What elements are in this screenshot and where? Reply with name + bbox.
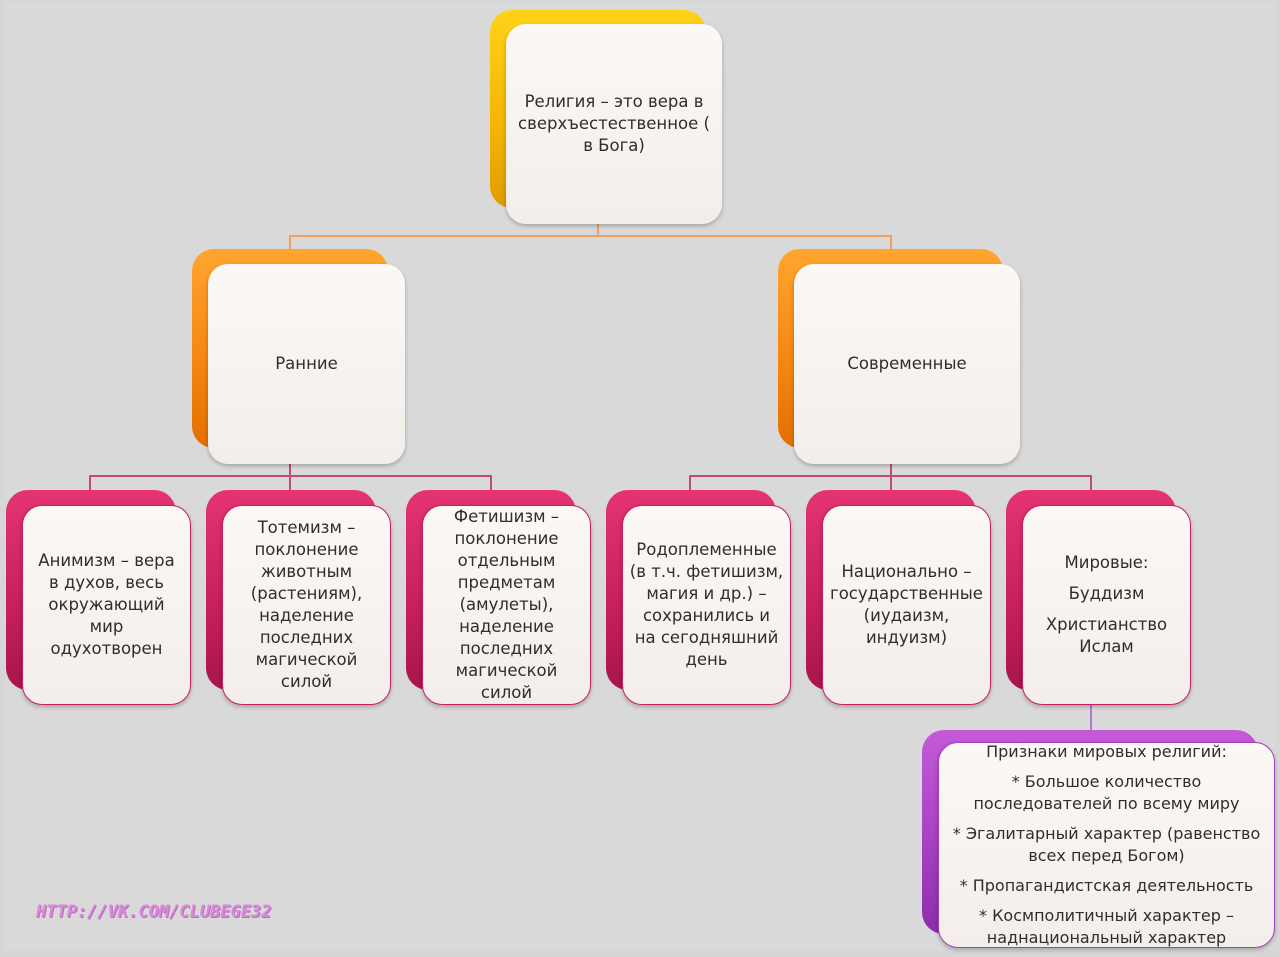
connector-root-to-level1 [289,235,892,249]
node-animism: Анимизм – вера в духов, весь окружающий … [6,490,191,705]
root-line-3: в Бога) [583,136,645,155]
node-fetishism: Фетишизм – поклонение отдельным предмета… [406,490,591,705]
animism-line-2: в духов, весь [49,573,164,592]
national-line-2: государственные [830,584,983,603]
signs-line-6: * Пропагандистская деятельность [959,876,1254,895]
fetishism-line-1: Фетишизм – [453,507,560,526]
fetishism-line-3: отдельным [457,551,556,570]
root-line-1: Религия – это вера в [524,92,704,111]
early-label: Ранние [275,354,338,373]
world-line-3: Христианство [1045,615,1168,634]
node-religion-root: Религия – это вера в сверхъестественное … [490,10,722,224]
tribal-line-6: день [685,650,728,669]
world-line-2: Буддизм [1068,584,1145,603]
fetishism-line-9: силой [480,683,533,702]
fetishism-line-7: последних [459,639,554,658]
node-totemism: Тотемизм – поклонение животным (растения… [206,490,391,705]
totemism-line-3: животным [260,562,353,581]
totemism-line-4: (растениям), [250,584,363,603]
signs-line-4: * Эгалитарный характер (равенство [952,824,1261,843]
national-line-4: индуизм) [865,628,948,647]
fetishism-line-2: поклонение [454,529,559,548]
signs-line-7: * Космполитичный характер – [978,906,1235,925]
fetishism-line-8: магической [455,661,558,680]
root-line-2: сверхъестественное ( [518,114,710,133]
animism-line-4: мир [89,617,124,636]
tribal-line-1: Родоплеменные [636,540,777,559]
national-line-1: Национально – [841,562,972,581]
node-national: Национально – государственные (иудаизм, … [806,490,991,705]
animism-line-1: Анимизм – вера [38,551,175,570]
fetishism-line-4: предметам [457,573,556,592]
tribal-line-4: сохранились и [642,606,771,625]
node-world: Мировые: Буддизм Христианство Ислам [1006,490,1191,705]
signs-line-5: всех перед Богом) [1028,846,1185,865]
node-tribal: Родоплеменные (в т.ч. фетишизм, магия и … [606,490,791,705]
national-line-3: (иудаизм, [863,606,950,625]
totemism-line-2: поклонение [254,540,359,559]
tribal-line-2: (в т.ч. фетишизм, [629,562,784,581]
node-early: Ранние [192,249,405,464]
signs-line-1: Признаки мировых религий: [986,742,1227,761]
animism-line-5: одухотворен [50,639,163,658]
totemism-line-8: силой [280,672,333,691]
totemism-line-5: наделение [259,606,354,625]
node-modern: Современные [778,249,1020,464]
signs-line-2: * Большое количество [1011,772,1202,791]
tribal-line-5: на сегодняшний [634,628,779,647]
fetishism-line-6: наделение [459,617,554,636]
fetishism-line-5: (амулеты), [459,595,554,614]
watermark-url: HTTP://VK.COM/CLUBEGE32 [36,902,272,922]
world-line-4: Ислам [1079,637,1134,656]
modern-label: Современные [847,354,967,373]
totemism-line-7: магической [255,650,358,669]
signs-line-3: последователей по всему миру [973,794,1240,813]
world-line-1: Мировые: [1064,553,1149,572]
totemism-line-1: Тотемизм – [257,518,356,537]
totemism-line-6: последних [259,628,354,647]
animism-line-3: окружающий [48,595,165,614]
signs-line-8: наднациональный характер [986,928,1227,947]
tribal-line-3: магия и др.) – [646,584,767,603]
node-world-signs: Признаки мировых религий: * Большое коли… [922,730,1275,948]
